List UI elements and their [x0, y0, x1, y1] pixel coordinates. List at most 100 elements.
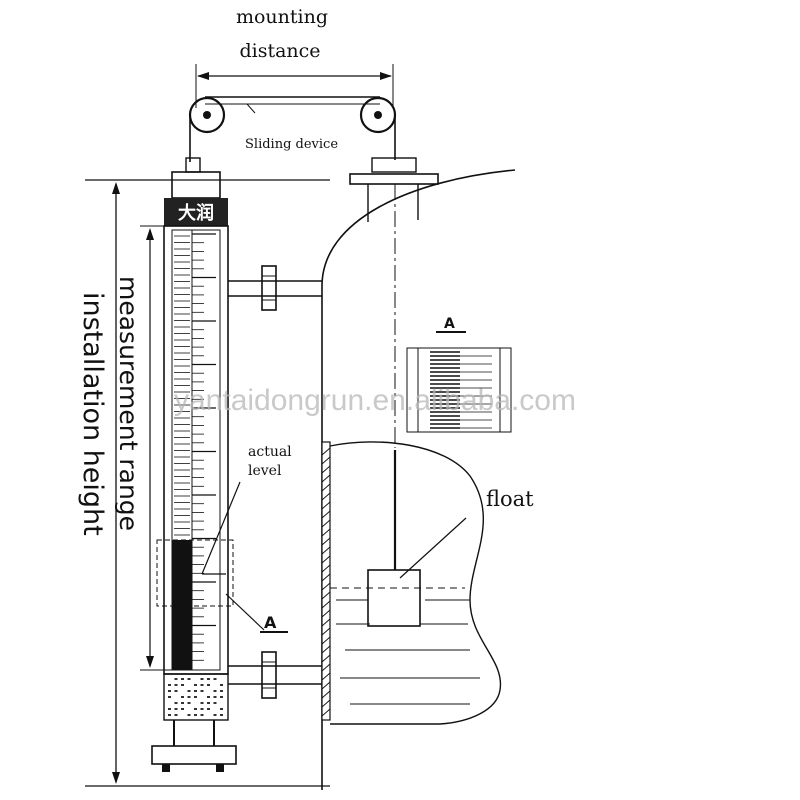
tank-wall-section	[321, 441, 331, 721]
plate-mark	[200, 714, 204, 716]
installation-height-arrow-top	[112, 182, 120, 194]
hatch-line	[321, 510, 331, 519]
plate-mark	[220, 714, 223, 716]
mounting-label-line2: distance	[239, 40, 320, 62]
plate-mark	[168, 684, 171, 686]
measurement-range-dimension	[140, 225, 172, 671]
hatch-line	[321, 483, 331, 492]
plate-mark	[174, 678, 178, 680]
hatch-line	[321, 636, 331, 645]
plate-mark	[174, 690, 178, 692]
sliding-leader	[246, 103, 256, 114]
hatch-line	[321, 708, 331, 717]
hatch-line	[321, 519, 331, 528]
tank	[321, 169, 516, 790]
sliding-device-label: Sliding device	[245, 137, 338, 152]
hatch-line	[321, 546, 331, 555]
pulley-left-hub	[203, 111, 211, 119]
hatch-line	[321, 492, 331, 501]
hatch-line	[321, 573, 331, 582]
mounting-arrow-left	[197, 72, 209, 80]
gauge-head-label: 大润	[178, 202, 214, 224]
gauge-bottom-plate	[163, 673, 229, 721]
plate-mark	[200, 690, 204, 692]
left-wire-clamp	[185, 157, 201, 173]
pulley-right-hub	[374, 111, 382, 119]
detail-A-leader	[225, 593, 265, 631]
plate-mark	[220, 708, 223, 710]
plate-mark	[207, 696, 210, 698]
plate-mark	[181, 678, 184, 680]
hatch-line	[321, 564, 331, 573]
plate-mark	[174, 702, 178, 704]
scale-plate	[191, 229, 221, 671]
hatch-line	[321, 465, 331, 474]
detail-A-title: A	[444, 316, 455, 332]
plate-mark	[174, 684, 178, 686]
flap-indicators	[174, 235, 190, 536]
lower-flange	[261, 651, 277, 699]
measurement-range-arrow-bottom	[146, 656, 154, 668]
plate-mark	[200, 678, 204, 680]
plate-mark	[200, 702, 204, 704]
installation-height-arrow-bottom	[112, 772, 120, 784]
measurement-range-arrow-top	[146, 228, 154, 240]
float-leader	[399, 517, 467, 579]
plate-mark	[187, 714, 191, 716]
tank-top-mount	[349, 173, 439, 570]
plate-mark	[220, 690, 223, 692]
flap-column-filled	[172, 540, 192, 670]
hatch-line	[321, 654, 331, 663]
actual-level-label-line2: level	[248, 463, 282, 479]
hatch-line	[321, 447, 331, 456]
plate-mark	[213, 690, 217, 692]
float-body	[367, 569, 421, 627]
bottom-plate-texture	[168, 678, 223, 716]
hatch-line	[321, 699, 331, 708]
plate-mark	[194, 690, 197, 692]
hatch-line	[321, 537, 331, 546]
hatch-line	[321, 555, 331, 564]
drain-bolt-right	[216, 764, 224, 772]
plate-mark	[207, 684, 210, 686]
gauge-head-plate	[164, 198, 228, 226]
drain-flange	[151, 745, 237, 765]
actual-level-label-line1: actual	[248, 444, 292, 460]
measurement-range-label: measurement range	[114, 276, 143, 531]
hatch-line	[321, 501, 331, 510]
plate-mark	[220, 684, 223, 686]
wall-hatching	[321, 447, 331, 717]
lower-connection	[228, 651, 322, 699]
installation-height-dimension	[85, 179, 330, 787]
level-gauge: 大润	[151, 171, 237, 772]
hatch-line	[321, 672, 331, 681]
plate-mark	[213, 696, 217, 698]
actual-level-leader	[201, 481, 241, 575]
hatch-line	[321, 528, 331, 537]
tank-break-line	[329, 441, 502, 725]
mounting-label-line1: mounting	[236, 6, 328, 28]
plate-mark	[207, 678, 210, 680]
plate-mark	[220, 696, 223, 698]
tank-wall	[321, 169, 516, 790]
mounting-distance-dimension	[195, 64, 394, 108]
hatch-line	[321, 474, 331, 483]
plate-mark	[194, 696, 197, 698]
plate-mark	[181, 708, 184, 710]
sliding-device	[185, 96, 417, 173]
hatch-line	[321, 681, 331, 690]
scale-ticks	[192, 233, 216, 661]
plate-mark	[213, 702, 217, 704]
plate-mark	[207, 708, 210, 710]
detail-A-box	[156, 539, 234, 607]
hatch-line	[321, 627, 331, 636]
plate-mark	[200, 684, 204, 686]
plate-mark	[168, 690, 171, 692]
hatch-line	[321, 591, 331, 600]
hatch-line	[321, 645, 331, 654]
top-mount-flange	[349, 173, 439, 185]
hatch-line	[321, 456, 331, 465]
detail-A-inset: A	[406, 316, 512, 433]
